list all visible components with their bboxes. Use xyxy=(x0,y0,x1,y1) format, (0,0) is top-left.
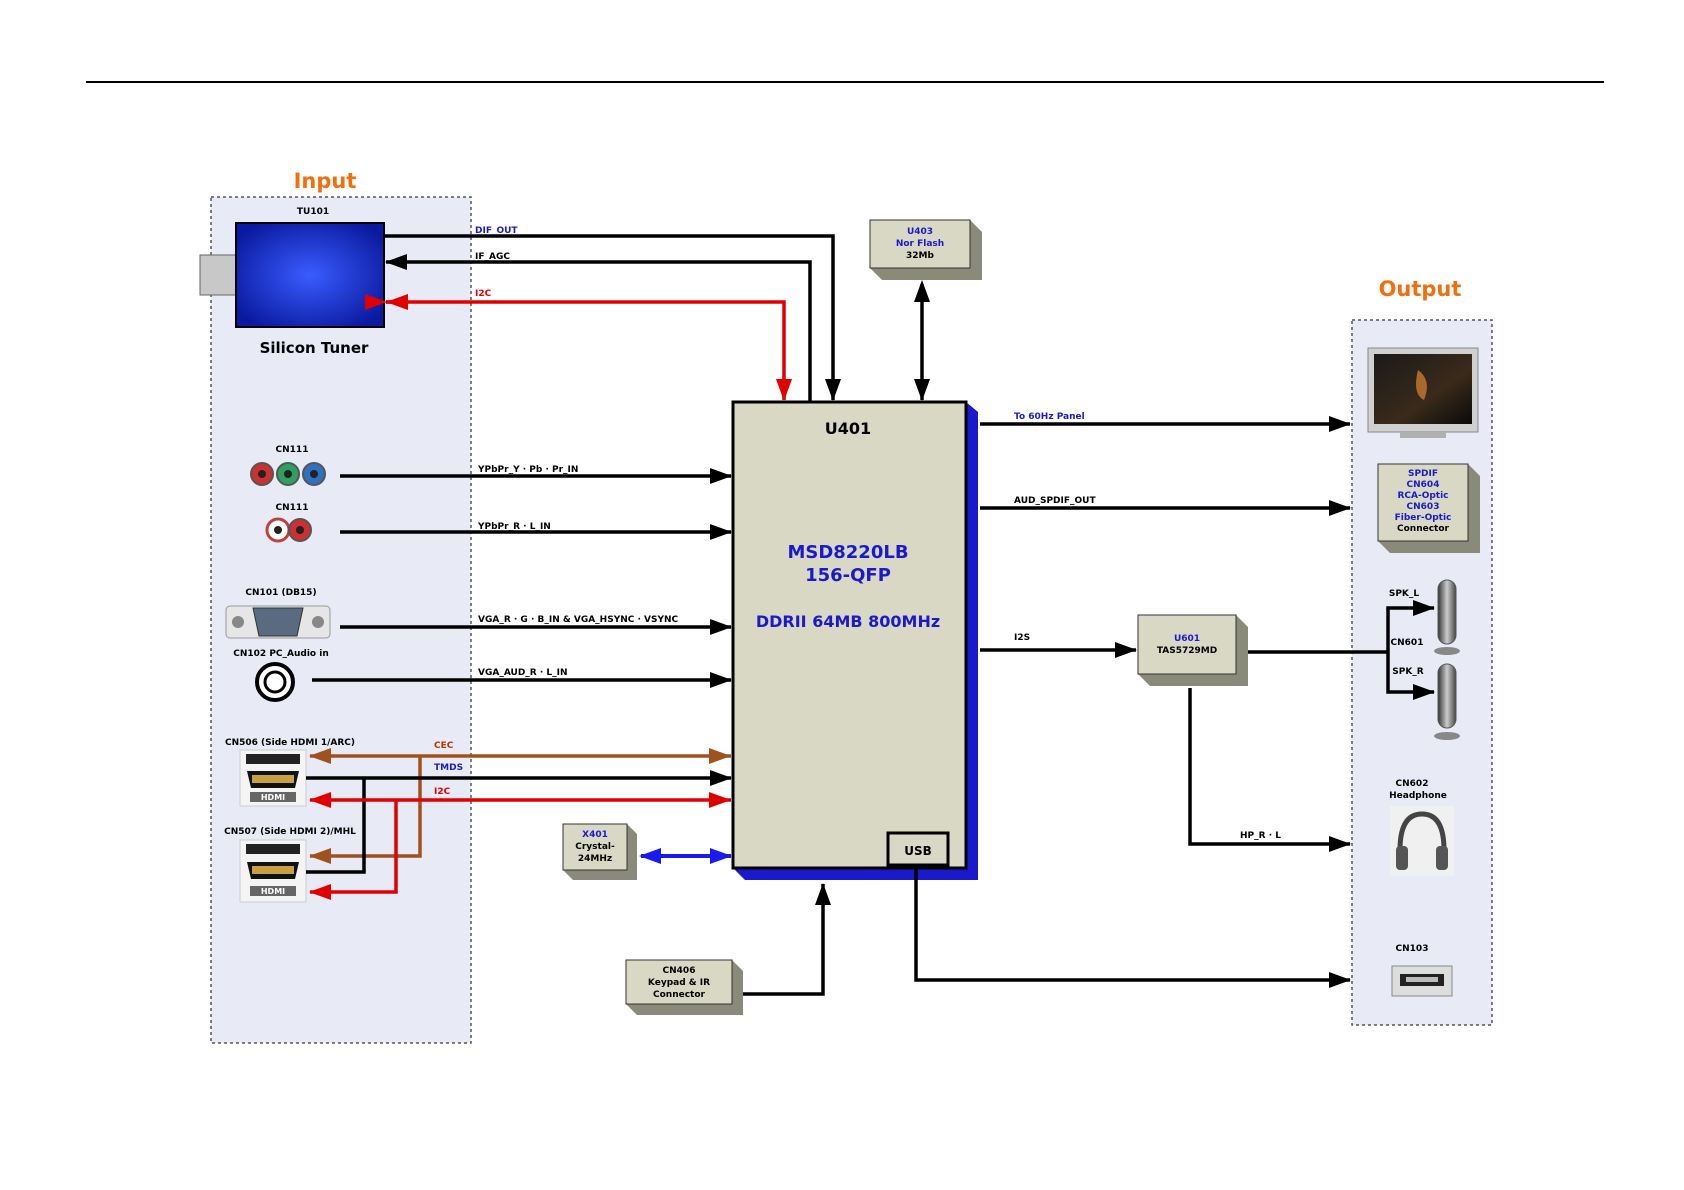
headphone-icon xyxy=(1390,806,1454,876)
usb-line xyxy=(914,865,1351,988)
main-chip-body xyxy=(731,400,968,870)
audio-jack-icon xyxy=(255,662,295,702)
headphone-label: Headphone xyxy=(1389,791,1447,801)
tuner-block: TU101 Silicon Tuner xyxy=(199,207,385,357)
vga-connector-icon xyxy=(225,605,331,639)
vga-audio-label: VGA_AUD_R · L_IN xyxy=(478,668,568,678)
spdif-l3: RCA-Optic xyxy=(1397,491,1448,501)
cn111-audio-ref: CN111 xyxy=(276,503,309,513)
spdif-l2: CN604 xyxy=(1407,480,1440,490)
spk-r-line xyxy=(1386,652,1435,700)
keypad-line xyxy=(743,883,831,996)
main-chip-package: 156-QFP xyxy=(805,565,891,586)
crystal-line2: 24MHz xyxy=(578,854,612,864)
main-chip: U401 MSD8220LB 156-QFP DDRII 64MB 800MHz… xyxy=(731,400,978,880)
hp-label: HP_R · L xyxy=(1240,831,1281,841)
cec-label: CEC xyxy=(434,741,454,751)
flash-block: U403 Nor Flash 32Mb xyxy=(869,219,982,280)
keypad-line2: Connector xyxy=(653,990,706,1000)
main-chip-ref: U401 xyxy=(825,419,871,438)
cn602-ref: CN602 xyxy=(1396,779,1429,789)
if-agc-label: IF_AGC xyxy=(475,252,510,262)
flash-line2: 32Mb xyxy=(906,251,934,261)
cn102-ref: CN102 PC_Audio in xyxy=(233,649,328,659)
spdif-block: SPDIF CN604 RCA-Optic CN603 Fiber-Optic … xyxy=(1377,463,1480,553)
ypbpr-audio-label: YPbPr_R · L_IN xyxy=(477,522,551,532)
if-agc-line xyxy=(385,254,812,402)
tuner-connector-icon xyxy=(199,254,237,296)
vga-label: VGA_R · G · B_IN & VGA_HSYNC · VSYNC xyxy=(478,615,679,625)
cn101-ref: CN101 (DB15) xyxy=(245,588,316,598)
rca-audio-icon xyxy=(265,517,312,543)
main-chip-memory: DDRII 64MB 800MHz xyxy=(756,612,940,631)
spk-l-label: SPK_L xyxy=(1389,589,1420,599)
usb-label: USB xyxy=(904,844,932,858)
tuner-ref: TU101 xyxy=(297,207,329,217)
spdif-l6: Connector xyxy=(1397,524,1450,534)
crystal-block: X401 Crystal- 24MHz xyxy=(562,823,637,880)
spdif-l1: SPDIF xyxy=(1408,469,1438,479)
cec-hdmi2-line xyxy=(309,756,422,864)
tmds-label: TMDS xyxy=(434,763,463,773)
spk-r-label: SPK_R xyxy=(1392,667,1424,677)
amp-block: U601 TAS5729MD xyxy=(1137,614,1248,686)
hdmi2-connector-icon: HDMI xyxy=(239,839,307,903)
cn506-ref: CN506 (Side HDMI 1/ARC) xyxy=(225,738,355,748)
main-chip-part: MSD8220LB xyxy=(787,542,908,563)
flash-ref: U403 xyxy=(907,227,933,237)
cn111-video-ref: CN111 xyxy=(276,445,309,455)
tv-panel-icon xyxy=(1367,347,1479,438)
panel-label: To 60Hz Panel xyxy=(1014,412,1085,422)
spdif-l4: CN603 xyxy=(1407,502,1440,512)
crystal-ref: X401 xyxy=(582,830,608,840)
tuner-label: Silicon Tuner xyxy=(260,339,369,357)
hdmi2-logo: HDMI xyxy=(261,887,285,896)
cn601-ref: CN601 xyxy=(1391,638,1424,648)
keypad-line1: Keypad & IR xyxy=(648,978,710,988)
ypbpr-label: YPbPr_Y · Pb · Pr_IN xyxy=(477,465,578,475)
usb-port-box xyxy=(886,831,950,867)
input-heading: Input xyxy=(294,169,357,193)
dif-out-label: DIF_OUT xyxy=(475,226,518,236)
cn103-ref: CN103 xyxy=(1396,944,1429,954)
crystal-line1: Crystal- xyxy=(575,842,615,852)
tmds-hdmi2-line xyxy=(306,778,366,874)
usb-port-icon xyxy=(1391,965,1453,997)
tuner-module-icon xyxy=(235,222,385,328)
cn507-ref: CN507 (Side HDMI 2)/MHL xyxy=(224,827,356,837)
amp-ref: U601 xyxy=(1174,634,1200,644)
spdif-l5: Fiber-Optic xyxy=(1395,513,1452,523)
i2c-hdmi2-line xyxy=(309,800,398,900)
hp-line xyxy=(1188,688,1351,852)
spk-l-line xyxy=(1386,600,1435,652)
i2c-tuner-label: I2C xyxy=(475,289,492,299)
dif-out-line xyxy=(384,234,841,401)
speaker-left-icon xyxy=(1434,579,1460,655)
i2s-label: I2S xyxy=(1014,633,1030,643)
keypad-block: CN406 Keypad & IR Connector xyxy=(625,959,743,1015)
rca-ypbpr-icon xyxy=(250,462,326,486)
i2c-hdmi-label: I2C xyxy=(434,787,451,797)
keypad-ref: CN406 xyxy=(663,966,696,976)
amp-part: TAS5729MD xyxy=(1157,646,1217,656)
output-heading: Output xyxy=(1379,277,1462,301)
hdmi1-logo: HDMI xyxy=(261,793,285,802)
speaker-right-icon xyxy=(1434,663,1460,740)
hdmi1-connector-icon: HDMI xyxy=(239,749,307,807)
spdif-label: AUD_SPDIF_OUT xyxy=(1014,496,1096,506)
flash-line1: Nor Flash xyxy=(896,239,944,249)
i2c-tuner-line xyxy=(386,300,792,401)
